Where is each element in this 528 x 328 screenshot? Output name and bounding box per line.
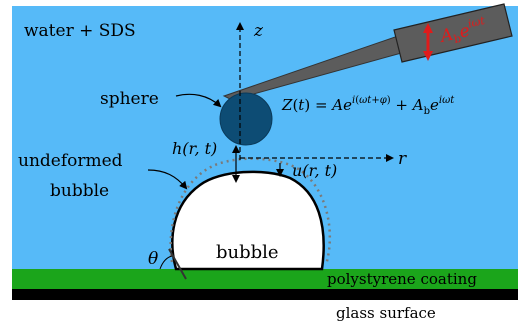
bubble-shape xyxy=(171,170,325,271)
sphere-pointer xyxy=(175,93,222,108)
contact-angle-tangent xyxy=(168,248,187,280)
undeformed-label-line1: undeformed xyxy=(18,151,123,171)
bubble-label: bubble xyxy=(216,242,279,263)
h-label: h(r, t) xyxy=(172,139,217,158)
sphere-label: sphere xyxy=(100,89,159,109)
z-formula: Z(t) = Aei(ωt+φ) + Abeiωt xyxy=(281,95,455,117)
undeformed-pointer xyxy=(147,169,188,190)
glass-surface xyxy=(12,289,518,300)
driver-block xyxy=(393,3,513,63)
theta-label: θ xyxy=(148,249,158,269)
r-axis-label: r xyxy=(398,149,407,169)
z-axis-label: z xyxy=(253,21,264,41)
glass-label: glass surface xyxy=(336,304,436,322)
driver-amplitude-label: Abeiωt xyxy=(436,14,489,49)
polystyrene-coating xyxy=(12,269,518,289)
medium-label: water + SDS xyxy=(24,21,136,41)
coating-label: polystyrene coating xyxy=(327,270,477,288)
u-label: u(r, t) xyxy=(292,161,337,180)
undeformed-label-line2: bubble xyxy=(50,181,109,201)
sphere xyxy=(219,92,273,146)
contact-angle-arc xyxy=(159,255,173,270)
